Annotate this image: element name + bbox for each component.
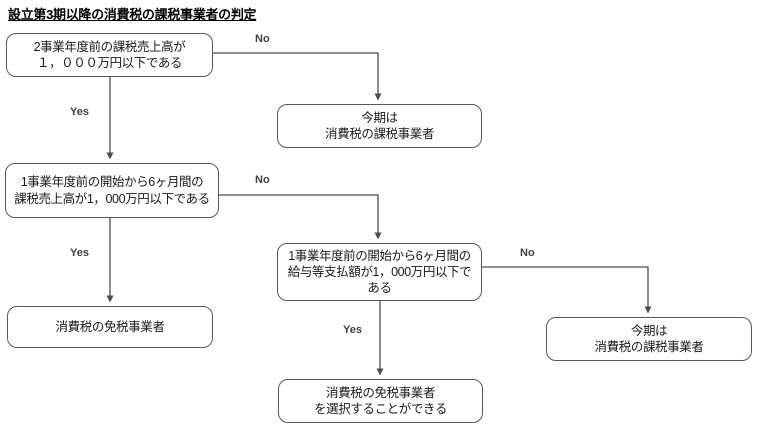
- node-text-line: 消費税の免税事業者: [326, 385, 435, 400]
- node-text-line: 1事業年度前の開始から6ヶ月間の: [288, 248, 471, 263]
- node-text-line: 今期は: [361, 110, 398, 125]
- node-text-line: 2事業年度前の課税売上高が: [33, 39, 186, 54]
- edge-q1-no-arrow: [213, 52, 382, 101]
- node-question-sales-first-6months: 1事業年度前の開始から6ヶ月間の 課税売上高が1，000万円以下である: [5, 163, 219, 218]
- node-question-salary-first-6months: 1事業年度前の開始から6ヶ月間の 給与等支払額が1，000万円以下で ある: [277, 243, 482, 301]
- edge-label-yes-1: Yes: [70, 106, 89, 118]
- node-question-sales-2yrs-ago: 2事業年度前の課税売上高が １，０００万円以下である: [6, 33, 213, 77]
- node-text-line: 給与等支払額が1，000万円以下で: [287, 264, 472, 279]
- edge-q2-no-arrow: [219, 194, 382, 240]
- node-text-line: 1事業年度前の開始から6ヶ月間の: [20, 175, 204, 190]
- node-result-taxable-this-period-2: 今期は 消費税の課税事業者: [546, 317, 752, 361]
- node-text-line: 課税売上高が1，000万円以下である: [14, 191, 210, 206]
- edge-label-yes-3: Yes: [343, 324, 362, 336]
- node-result-taxable-this-period-1: 今期は 消費税の課税事業者: [277, 104, 482, 148]
- edge-label-no-1: No: [255, 33, 270, 45]
- node-result-can-choose-exempt: 消費税の免税事業者 を選択することができる: [278, 379, 483, 423]
- node-result-exempt-business: 消費税の免税事業者: [7, 306, 213, 348]
- edge-label-no-3: No: [520, 247, 535, 259]
- node-text-line: １，０００万円以下である: [36, 56, 183, 70]
- node-text-line: 消費税の課税事業者: [594, 340, 704, 354]
- edge-label-no-2: No: [255, 174, 270, 186]
- page-title: 設立第3期以降の消費税の課税事業者の判定: [8, 7, 257, 22]
- node-text-line: 消費税の課税事業者: [325, 127, 434, 141]
- node-text-line: 今期は: [630, 323, 668, 338]
- node-text-line: を選択することができる: [314, 402, 447, 416]
- edge-q3-no-arrow: [482, 266, 652, 314]
- node-text-line: ある: [367, 281, 392, 296]
- edge-label-yes-2: Yes: [70, 247, 89, 259]
- node-text-line: 消費税の免税事業者: [55, 319, 165, 334]
